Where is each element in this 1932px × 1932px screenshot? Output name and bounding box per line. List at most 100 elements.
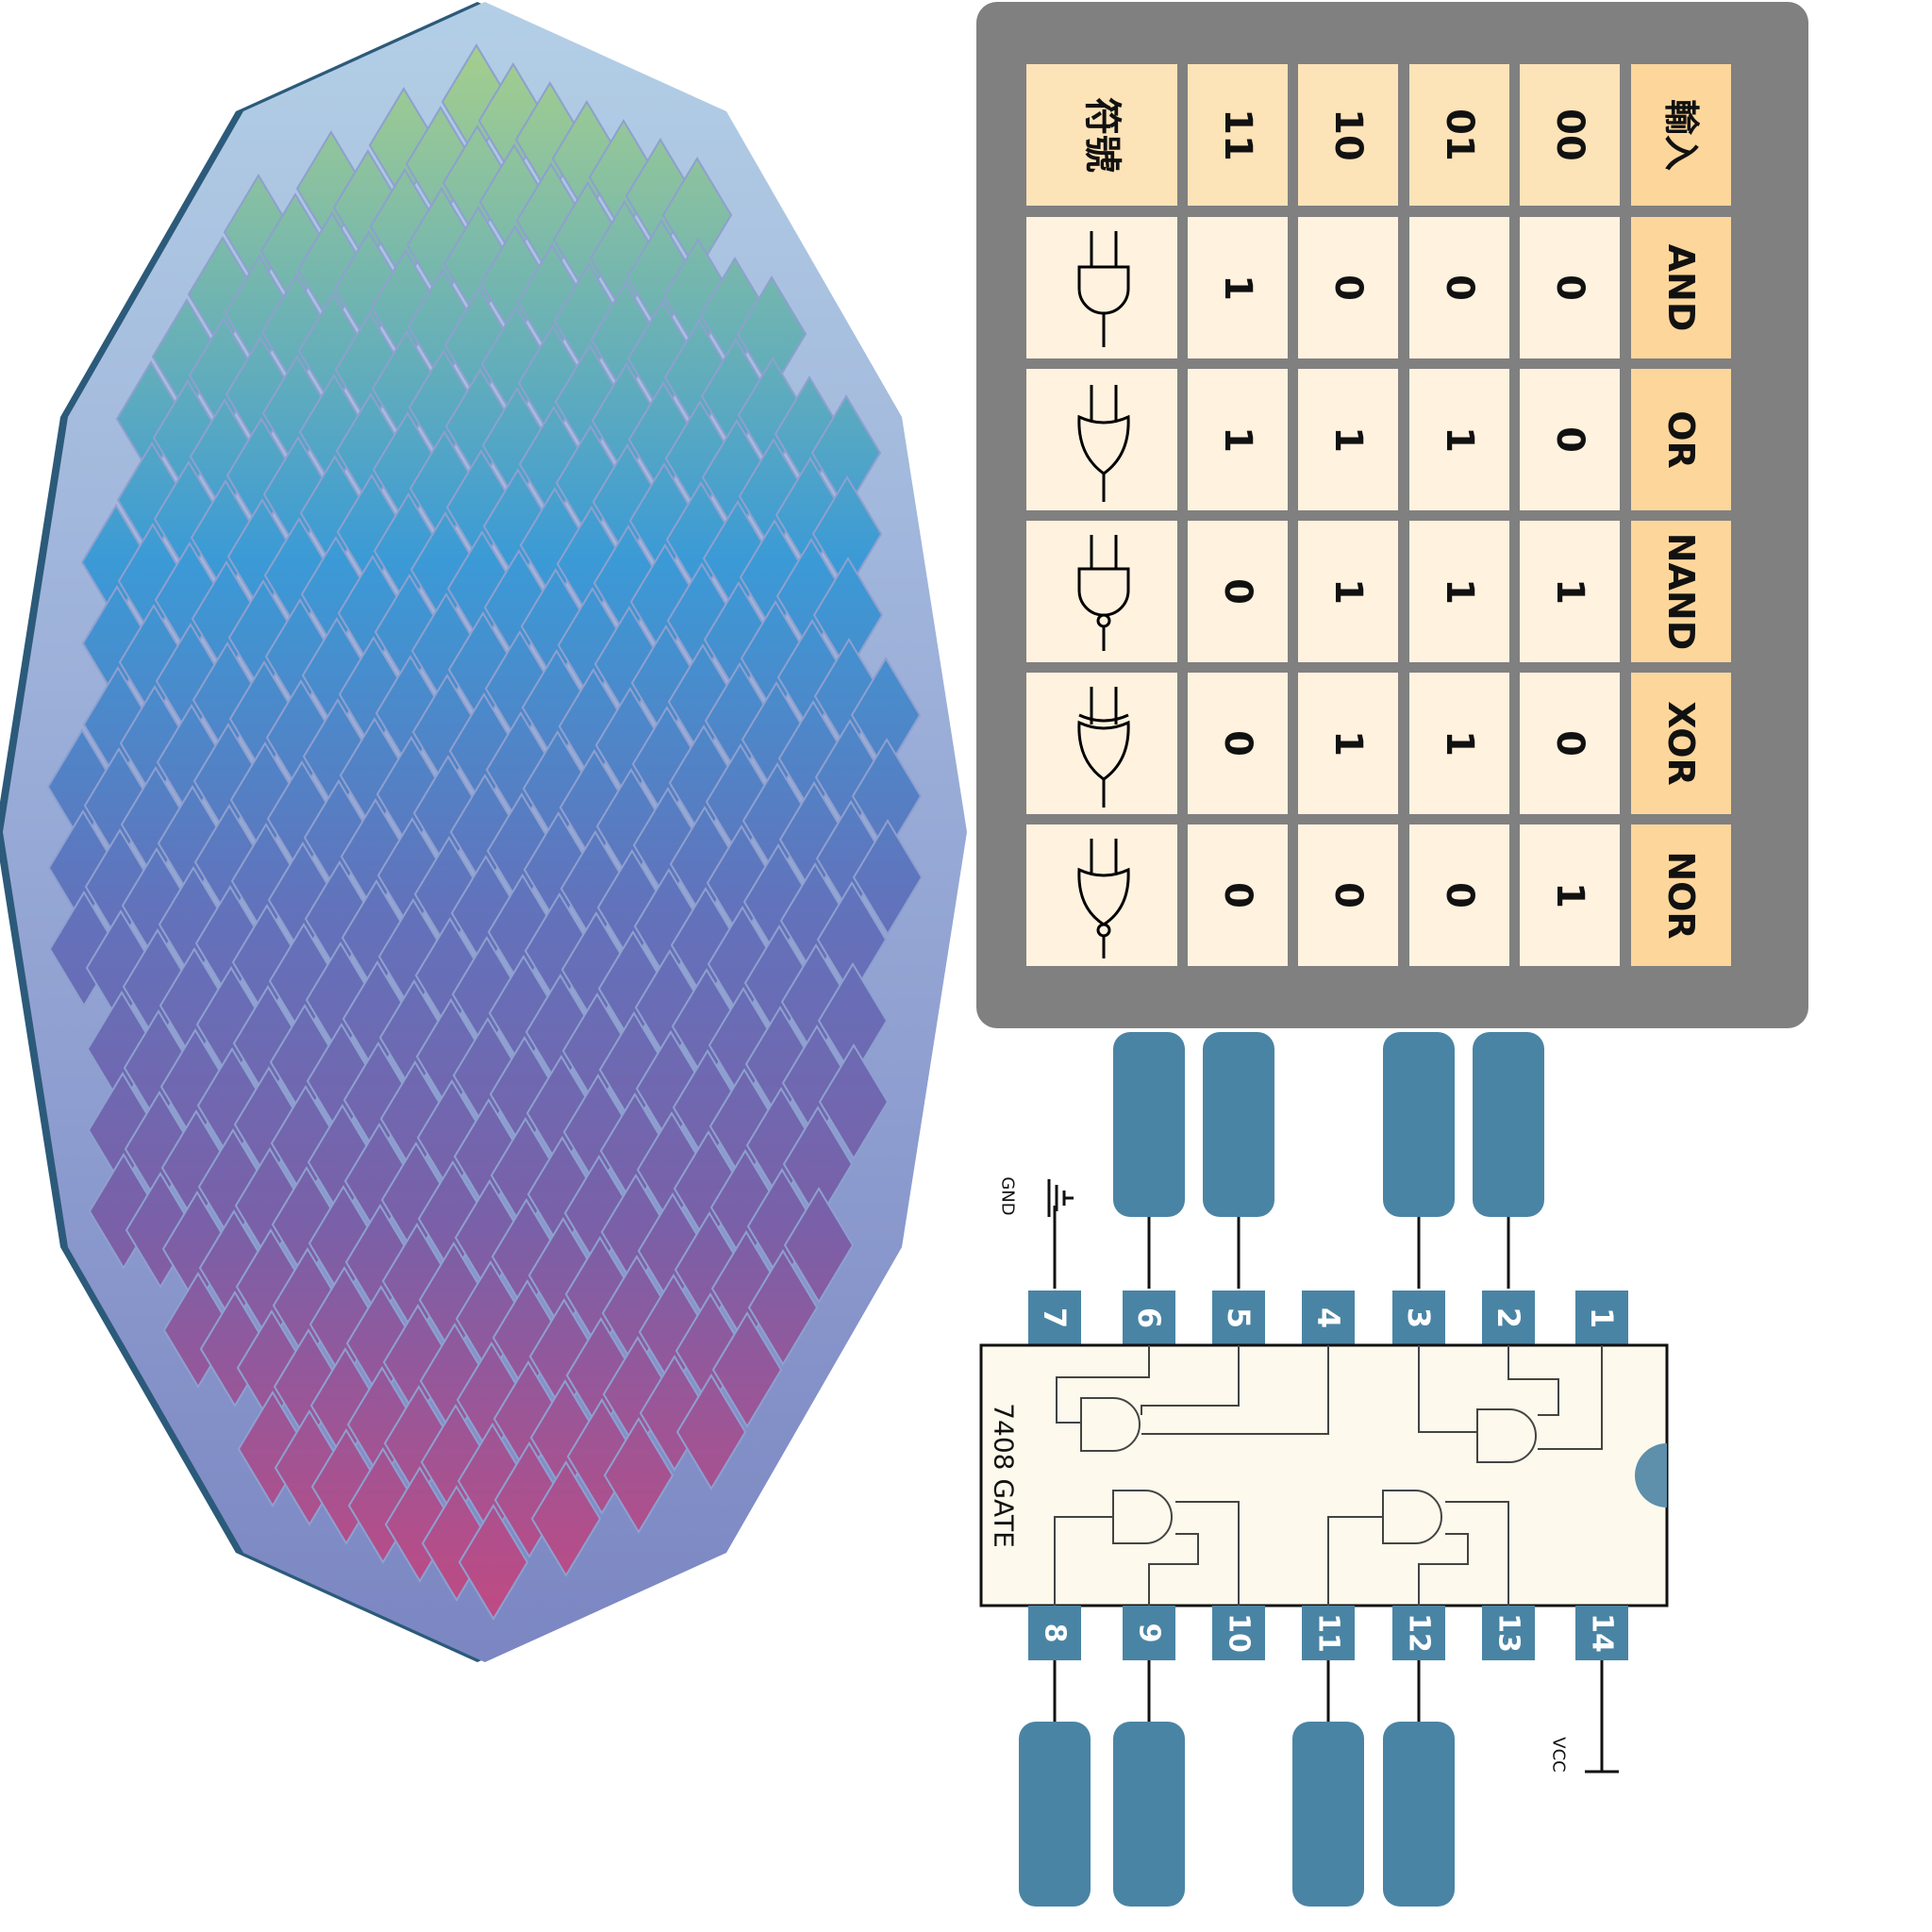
value-nor-11: 0 bbox=[1216, 882, 1259, 908]
header-column: 輸入 AND OR NAND XOR NOR bbox=[1631, 64, 1731, 966]
wafer-die-grid bbox=[46, 43, 924, 1621]
value-nor-01: 0 bbox=[1438, 882, 1481, 908]
value-nand-10: 1 bbox=[1326, 578, 1370, 605]
ic-7408-chip: GND VCC 7 6 5 4 3 2 1 7408 GATE bbox=[979, 1032, 1669, 1907]
value-or-10: 1 bbox=[1326, 426, 1370, 453]
gate-name-cell-and bbox=[1631, 217, 1731, 358]
top-pins: 7 6 5 4 3 2 1 bbox=[1028, 1291, 1628, 1345]
input-cell-01 bbox=[1409, 64, 1509, 206]
input-cell-00 bbox=[1520, 64, 1620, 206]
wafer-die bbox=[818, 1043, 890, 1160]
gate-name-or: OR bbox=[1660, 410, 1702, 469]
pin-label-10: 10 bbox=[1223, 1613, 1256, 1653]
nand-gate-icon bbox=[1077, 535, 1130, 651]
value-cell bbox=[1520, 521, 1620, 662]
pin-10 bbox=[1212, 1606, 1265, 1660]
and-gate-icon bbox=[1080, 1397, 1141, 1452]
value-cell bbox=[1409, 369, 1509, 510]
pin-label-7: 7 bbox=[1037, 1307, 1073, 1328]
chip-notch bbox=[1635, 1443, 1667, 1507]
input-cell-10 bbox=[1298, 64, 1398, 206]
symbol-cell-nor bbox=[1026, 824, 1177, 966]
value-cell bbox=[1298, 521, 1398, 662]
gate-name-nand: NAND bbox=[1660, 533, 1702, 651]
pad-pin-9 bbox=[1113, 1722, 1185, 1907]
pad-pin-8 bbox=[1019, 1722, 1091, 1907]
header-cell-input bbox=[1631, 64, 1731, 206]
gate-name-xor: XOR bbox=[1660, 701, 1702, 786]
value-cell bbox=[1188, 369, 1288, 510]
gnd-label: GND bbox=[998, 1176, 1018, 1215]
symbol-cell-and bbox=[1026, 217, 1177, 358]
input-11: 11 bbox=[1216, 108, 1259, 161]
value-cell bbox=[1409, 824, 1509, 966]
pad-pin-3 bbox=[1383, 1032, 1455, 1217]
value-or-01: 1 bbox=[1438, 426, 1481, 453]
value-nor-00: 1 bbox=[1548, 882, 1591, 908]
gate-name-cell-or bbox=[1631, 369, 1731, 510]
pin-label-8: 8 bbox=[1039, 1624, 1072, 1643]
header-input-label: 輸入 bbox=[1660, 99, 1702, 171]
pin-7 bbox=[1028, 1291, 1081, 1345]
value-cell bbox=[1188, 673, 1288, 814]
value-xor-01: 1 bbox=[1438, 730, 1481, 757]
bottom-pins: 8 9 10 11 12 13 14 bbox=[1028, 1606, 1628, 1660]
input-00: 00 bbox=[1548, 108, 1591, 161]
value-nand-01: 1 bbox=[1438, 578, 1481, 605]
value-cell bbox=[1520, 217, 1620, 358]
value-cell bbox=[1298, 824, 1398, 966]
gate-name-cell-nand bbox=[1631, 521, 1731, 662]
input-01: 01 bbox=[1438, 108, 1481, 161]
pin-label-4: 4 bbox=[1310, 1307, 1346, 1328]
pin-label-9: 9 bbox=[1133, 1624, 1166, 1643]
chip-label: 7408 GATE bbox=[989, 1403, 1020, 1548]
top-pads bbox=[1113, 1032, 1544, 1217]
value-nand-00: 1 bbox=[1548, 578, 1591, 605]
pin-5 bbox=[1212, 1291, 1265, 1345]
xor-gate-icon bbox=[1077, 687, 1130, 808]
value-or-11: 1 bbox=[1216, 426, 1259, 453]
silicon-wafer bbox=[0, 2, 967, 1662]
pin-13 bbox=[1482, 1606, 1535, 1660]
pad-pin-11 bbox=[1292, 1722, 1364, 1907]
value-cell bbox=[1188, 824, 1288, 966]
bottom-pads bbox=[1019, 1722, 1455, 1907]
value-cell bbox=[1409, 673, 1509, 814]
wafer-die bbox=[603, 1417, 675, 1534]
wafer-die bbox=[458, 1504, 529, 1621]
pin-label-12: 12 bbox=[1403, 1613, 1436, 1653]
and-gate-icon bbox=[1112, 1490, 1173, 1544]
value-xor-00: 0 bbox=[1548, 730, 1591, 757]
gate-name-and: AND bbox=[1660, 244, 1702, 332]
value-nor-10: 0 bbox=[1326, 882, 1370, 908]
pin-3 bbox=[1392, 1291, 1445, 1345]
wafer-die bbox=[675, 1374, 747, 1491]
pad-pin-12 bbox=[1383, 1722, 1455, 1907]
input-header-row: 00 01 10 11 符號 bbox=[1026, 64, 1620, 206]
value-xor-11: 0 bbox=[1216, 730, 1259, 757]
value-cell bbox=[1298, 673, 1398, 814]
pin-label-5: 5 bbox=[1221, 1307, 1257, 1328]
wafer-die bbox=[747, 1249, 819, 1366]
pin-1 bbox=[1575, 1291, 1628, 1345]
value-cell bbox=[1188, 521, 1288, 662]
internal-wiring bbox=[1054, 1345, 1603, 1606]
symbol-header: 符號 bbox=[1080, 97, 1124, 173]
pin-label-11: 11 bbox=[1312, 1613, 1345, 1653]
chip-body bbox=[979, 1343, 1669, 1607]
and-gate-icon bbox=[1476, 1408, 1537, 1463]
value-cell bbox=[1188, 217, 1288, 358]
symbol-cell-xor bbox=[1026, 673, 1177, 814]
value-cell bbox=[1298, 369, 1398, 510]
value-and-10: 0 bbox=[1326, 275, 1370, 301]
value-cell bbox=[1520, 673, 1620, 814]
pin-8 bbox=[1028, 1606, 1081, 1660]
symbol-header-cell bbox=[1026, 64, 1177, 206]
input-cell-11 bbox=[1188, 64, 1288, 206]
value-cell bbox=[1409, 521, 1509, 662]
pin-9 bbox=[1123, 1606, 1175, 1660]
vcc-icon bbox=[1585, 1736, 1619, 1774]
value-and-01: 0 bbox=[1438, 275, 1481, 301]
pad-pin-6 bbox=[1113, 1032, 1185, 1217]
value-and-11: 1 bbox=[1216, 275, 1259, 301]
